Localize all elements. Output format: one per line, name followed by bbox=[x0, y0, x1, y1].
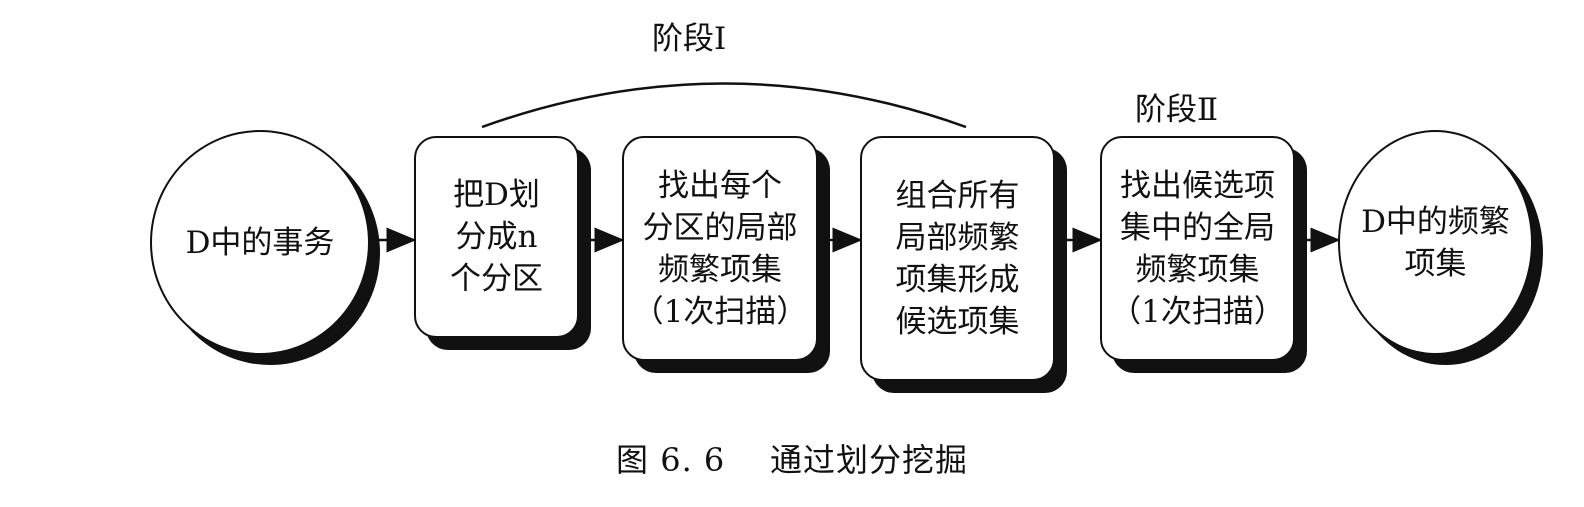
global-frequent-node: 找出候选项 集中的全局 频繁项集 （1次扫描） bbox=[1100, 136, 1295, 361]
partition-node: 把D划 分成n 个分区 bbox=[414, 136, 579, 338]
phase-1-label: 阶段Ⅰ bbox=[652, 21, 727, 57]
candidate-combine-node: 组合所有 局部频繁 项集形成 候选项集 bbox=[860, 136, 1055, 381]
local-frequent-node: 找出每个 分区的局部 频繁项集 （1次扫描） bbox=[622, 136, 818, 361]
end-node-text: D中的频繁 项集 bbox=[1361, 203, 1510, 282]
global-frequent-node-text: 找出候选项 集中的全局 频繁项集 （1次扫描） bbox=[1110, 167, 1285, 330]
phase-2-label: 阶段Ⅱ bbox=[1135, 92, 1219, 128]
start-node-text: D中的事务 bbox=[185, 224, 335, 261]
end-node: D中的频繁 项集 bbox=[1338, 130, 1533, 355]
candidate-combine-node-text: 组合所有 局部频繁 项集形成 候选项集 bbox=[895, 177, 1020, 340]
start-node: D中的事务 bbox=[150, 130, 370, 355]
figure-caption: 图 6. 6 通过划分挖掘 bbox=[616, 441, 968, 479]
partition-node-text: 把D划 分成n 个分区 bbox=[450, 177, 543, 297]
local-frequent-node-text: 找出每个 分区的局部 频繁项集 （1次扫描） bbox=[632, 167, 808, 330]
phase-1-arc bbox=[481, 82, 967, 129]
